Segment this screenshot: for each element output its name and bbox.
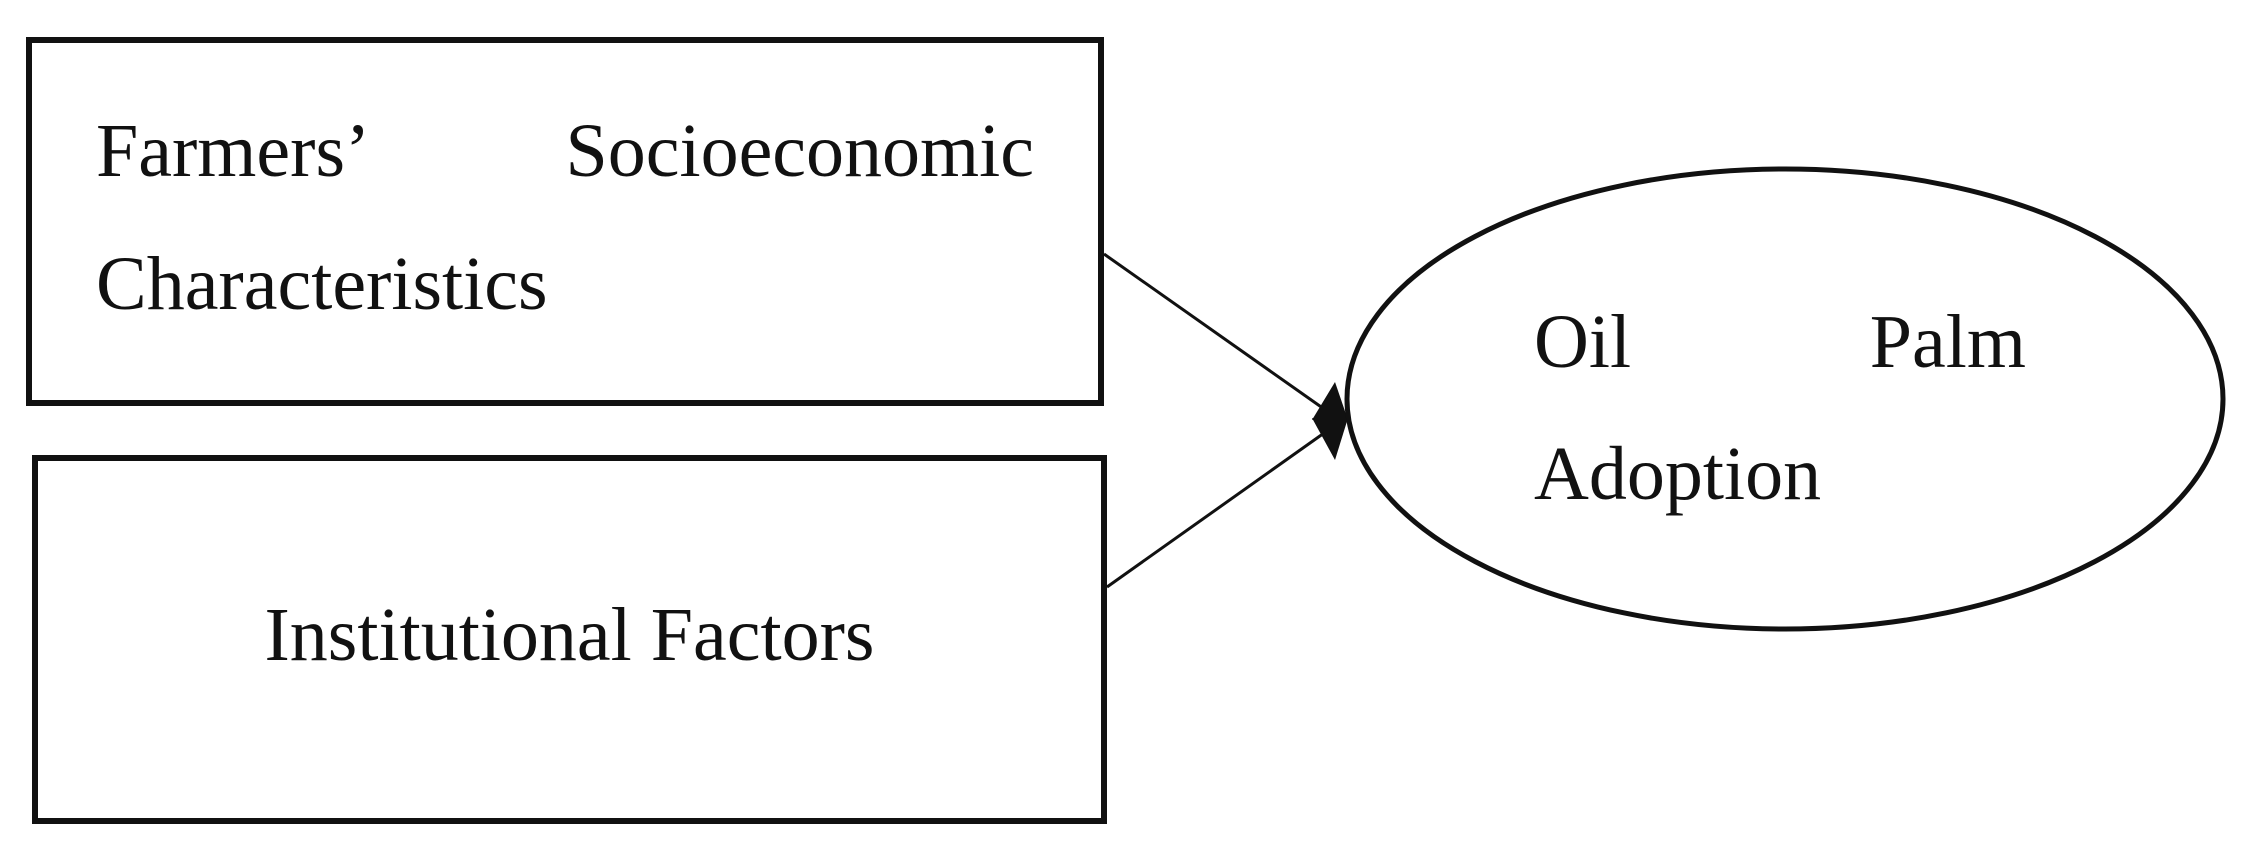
- institutional-factors-label: Institutional Factors: [264, 592, 875, 677]
- socioeconomic-characteristics-box: Farmers’ Socioeconomic Characteristics: [26, 37, 1104, 406]
- arrow-institutional-to-adoption: [1106, 424, 1335, 589]
- adoption-ellipse: [1344, 166, 2226, 632]
- institutional-factors-box: Institutional Factors: [32, 455, 1107, 824]
- socioeconomic-label-word-2: Socioeconomic: [565, 109, 1034, 193]
- socioeconomic-label-word-3: Characteristics: [96, 242, 548, 326]
- arrowhead-institutional: [1312, 418, 1348, 460]
- socioeconomic-label-word-1: Farmers’: [96, 109, 371, 193]
- socioeconomic-label-line-1: Farmers’ Socioeconomic: [96, 113, 1034, 189]
- arrow-socioeconomic-to-adoption: [1103, 252, 1335, 418]
- arrowhead-socioeconomic: [1312, 382, 1348, 420]
- socioeconomic-label-line-2: Characteristics: [96, 246, 1034, 322]
